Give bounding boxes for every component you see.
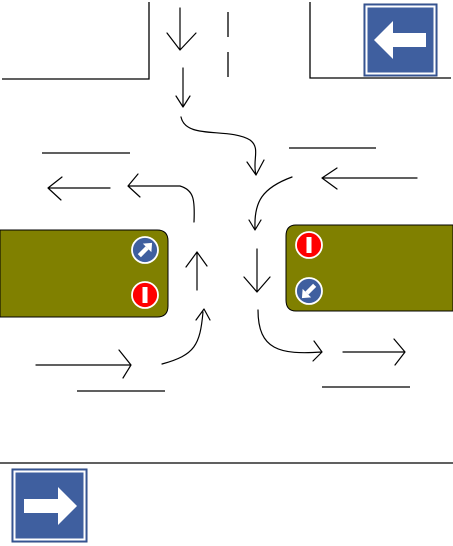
flow-arrow-exit-left-curve bbox=[127, 173, 195, 223]
right-median-island bbox=[285, 224, 453, 312]
flow-arrow-center-up bbox=[185, 251, 208, 291]
lane-markings bbox=[42, 12, 410, 392]
one-way-left-arrow-icon bbox=[363, 3, 438, 77]
flow-arrow-top-straight bbox=[166, 7, 197, 51]
curb-top-right bbox=[309, 2, 451, 79]
flow-arrow-left-curve-up bbox=[161, 308, 211, 365]
road-edges bbox=[0, 2, 453, 464]
flow-arrow-center-down bbox=[243, 248, 271, 293]
keep-left-diagonal-down-icon bbox=[295, 277, 323, 305]
one-way-right-arrow-icon bbox=[11, 468, 88, 543]
flow-arrow-exit-left-straight bbox=[47, 176, 111, 201]
left-median-shape bbox=[0, 229, 169, 318]
flow-arrow-right-incoming bbox=[321, 167, 418, 190]
flow-arrows bbox=[35, 7, 418, 379]
no-entry-icon bbox=[295, 231, 323, 259]
flow-arrow-left-incoming bbox=[35, 349, 132, 379]
flow-arrow-right-curve-down bbox=[248, 176, 293, 231]
flow-arrow-top-down bbox=[175, 67, 191, 108]
keep-right-diagonal-up-icon bbox=[131, 236, 159, 264]
flow-arrow-curve-to-center bbox=[180, 116, 265, 176]
no-entry-icon bbox=[131, 281, 159, 309]
left-median-island bbox=[0, 229, 169, 318]
curb-top-left bbox=[2, 2, 150, 80]
flow-arrow-exit-right-straight bbox=[342, 338, 406, 366]
flow-arrow-exit-right-curve bbox=[257, 309, 323, 362]
right-median-shape bbox=[285, 224, 453, 312]
